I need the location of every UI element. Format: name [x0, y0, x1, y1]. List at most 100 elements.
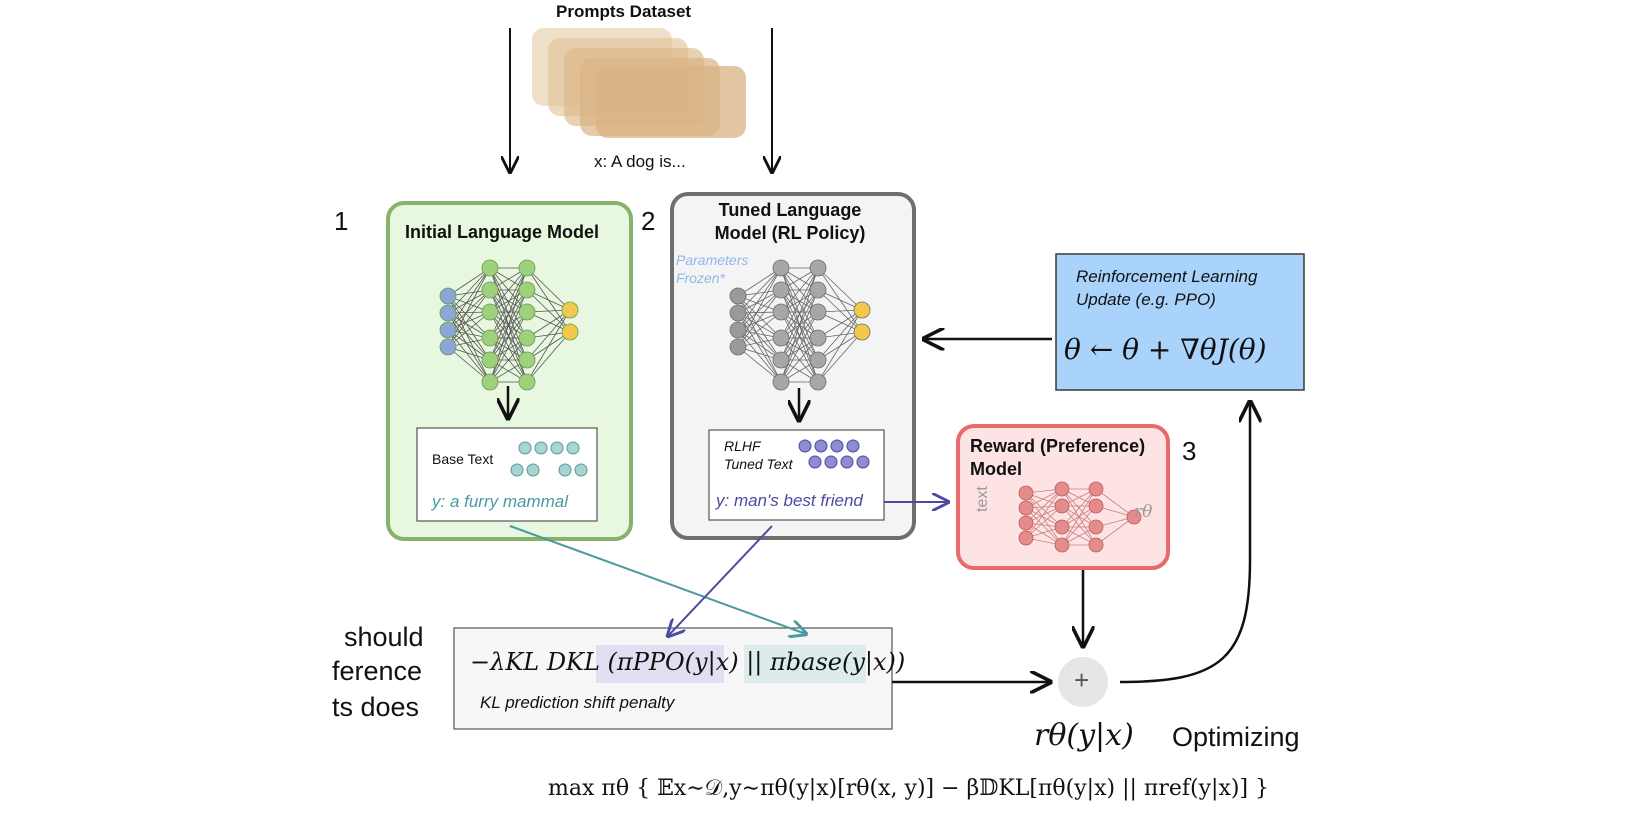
kl-formula: −λKL DKL (πPPO(y|x) || πbase(y|x)): [470, 648, 906, 676]
network-node: [561, 323, 579, 341]
network-node: [1088, 519, 1104, 535]
network-edge: [447, 329, 491, 361]
prompt-card: [596, 66, 746, 138]
network-edge: [737, 312, 782, 361]
rl-update-formula: θ ← θ + ∇θJ(θ): [1064, 333, 1267, 366]
network-edge: [447, 289, 491, 331]
tuned-network: [729, 259, 871, 391]
network-node: [1088, 481, 1104, 497]
network-node: [809, 329, 827, 347]
reward-input-label: text: [974, 486, 991, 512]
network-edge: [447, 311, 491, 348]
network-edge: [1025, 492, 1063, 546]
rlhf-label-1: RLHF: [724, 438, 761, 454]
network-node: [1018, 530, 1034, 546]
network-node: [481, 351, 499, 369]
network-edge: [447, 295, 491, 361]
network-edge: [1025, 507, 1063, 546]
network-node: [809, 259, 827, 277]
network-node: [729, 304, 747, 322]
tuned-model-title-2: Model (RL Policy): [714, 223, 866, 243]
network-edge: [737, 267, 782, 314]
tuned-tokens: [798, 439, 870, 469]
network-node: [729, 287, 747, 305]
rl-update-line-1: Reinforcement Learning: [1076, 267, 1258, 286]
side-text-left-1: should: [344, 622, 424, 652]
plus-symbol: +: [1074, 665, 1090, 695]
frozen-note-2: Frozen*: [676, 270, 726, 286]
network-edge: [780, 311, 819, 383]
network-edge: [526, 309, 571, 361]
network-edge: [817, 309, 863, 361]
network-edge: [447, 312, 491, 361]
network-node: [439, 321, 457, 339]
network-edge: [489, 267, 528, 339]
network-edge: [817, 267, 863, 311]
side-text-left-2: ference: [332, 656, 423, 686]
network-edge: [780, 267, 819, 361]
network-node: [853, 301, 871, 319]
plus-to-update-arrow: [1119, 402, 1250, 684]
network-edge: [447, 295, 491, 339]
network-node: [772, 329, 790, 347]
network-node: [481, 329, 499, 347]
network-edge: [817, 331, 863, 383]
network-edge: [1061, 505, 1097, 546]
network-node: [518, 351, 536, 369]
side-text-right: Optimizing: [1172, 722, 1300, 752]
network-node: [729, 338, 747, 356]
network-node: [1018, 485, 1034, 501]
network-edge: [526, 309, 571, 383]
network-node: [1054, 519, 1070, 535]
network-edge: [1025, 492, 1063, 528]
rlhf-label-2: Tuned Text: [724, 456, 793, 472]
network-edge: [780, 289, 819, 383]
network-edge: [526, 331, 571, 383]
network-node: [481, 259, 499, 277]
prompts-title: Prompts Dataset: [556, 2, 692, 21]
network-edge: [737, 295, 782, 361]
network-node: [1088, 498, 1104, 514]
network-node: [772, 373, 790, 391]
network-node: [1018, 515, 1034, 531]
network-edge: [737, 312, 782, 383]
network-edge: [1095, 516, 1135, 546]
network-edge: [447, 289, 491, 348]
network-edge: [447, 267, 491, 331]
base-text-label: Base Text: [432, 451, 494, 467]
frozen-note-1: Parameters: [676, 252, 749, 268]
reward-network: [1018, 481, 1142, 553]
network-edge: [526, 267, 571, 311]
network-node: [439, 287, 457, 305]
network-edge: [737, 311, 782, 348]
pi-base-highlight: [744, 645, 866, 683]
side-text-left-3: ts does: [332, 692, 420, 722]
network-node: [481, 303, 499, 321]
objective-formula: max πθ { 𝔼x∼𝒟,y∼πθ(y|x)[rθ(x, y)] − β𝔻KL…: [548, 776, 1270, 801]
network-edge: [489, 289, 528, 383]
network-node: [809, 373, 827, 391]
reward-output-label: rθ: [1134, 502, 1153, 522]
network-node: [772, 281, 790, 299]
network-node: [439, 304, 457, 322]
initial-model-title: Initial Language Model: [405, 222, 600, 242]
network-edge: [817, 309, 863, 383]
network-edge: [780, 267, 819, 313]
network-node: [1054, 481, 1070, 497]
network-node: [809, 303, 827, 321]
network-edge: [447, 312, 491, 383]
network-edge: [489, 267, 528, 313]
network-node: [772, 351, 790, 369]
rl-update-line-2: Update (e.g. PPO): [1076, 290, 1216, 309]
network-edge: [1095, 488, 1135, 518]
network-edge: [737, 329, 782, 361]
network-edge: [1025, 488, 1063, 539]
network-node: [439, 338, 457, 356]
prompt-stack: [532, 28, 746, 138]
network-edge: [737, 289, 782, 331]
network-edge: [780, 267, 819, 339]
network-node: [853, 323, 871, 341]
network-node: [518, 373, 536, 391]
reward-model-title-1: Reward (Preference): [970, 436, 1146, 456]
